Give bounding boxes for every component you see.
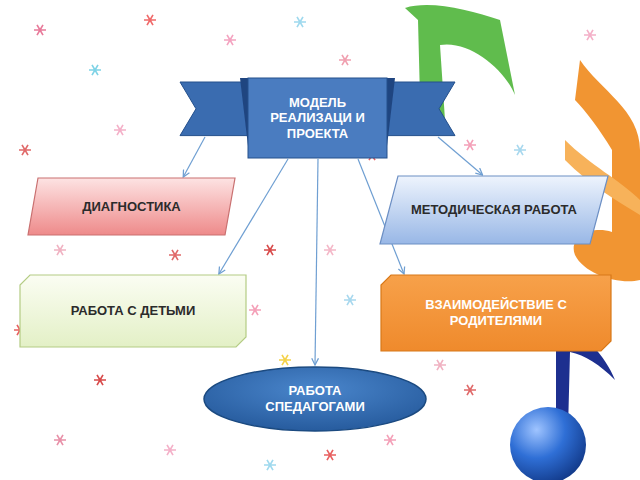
process-box: ВЗАИМОДЕЙСТВИЕ С РОДИТЕЛЯМИ bbox=[381, 275, 611, 351]
node-label: РАБОТА С ДЕТЬМИ bbox=[71, 303, 196, 319]
sparkle bbox=[54, 435, 66, 445]
text-holder: ВЗАИМОДЕЙСТВИЕ С РОДИТЕЛЯМИ bbox=[381, 275, 611, 351]
connector-arrow bbox=[438, 137, 483, 175]
sparkle bbox=[324, 450, 336, 460]
sparkle bbox=[339, 55, 351, 65]
ribbon-fold bbox=[240, 78, 248, 146]
sparkle bbox=[324, 245, 336, 255]
box-outline bbox=[380, 176, 608, 244]
sparkle bbox=[464, 385, 476, 395]
ellipse-outline bbox=[204, 367, 426, 431]
process-box: МЕТОДИЧЕСКАЯ РАБОТА bbox=[380, 176, 608, 244]
sparkle bbox=[19, 145, 31, 155]
ribbon-fold bbox=[387, 78, 395, 146]
box-outline bbox=[20, 275, 246, 347]
sparkle bbox=[279, 355, 291, 365]
sparkle bbox=[114, 125, 126, 135]
title-banner: МОДЕЛЬ РЕАЛИЗАЦИ И ПРОЕКТА bbox=[180, 78, 455, 158]
sparkle bbox=[164, 445, 176, 455]
process-box: ДИАГНОСТИКА bbox=[28, 178, 235, 235]
sparkle bbox=[514, 145, 526, 155]
sparkle bbox=[34, 25, 46, 35]
sparkle bbox=[94, 375, 106, 385]
text-holder: РАБОТА С ДЕТЬМИ bbox=[20, 275, 246, 347]
connector-arrow bbox=[219, 159, 288, 274]
sparkle bbox=[294, 17, 306, 27]
sparkle bbox=[54, 245, 66, 255]
sparkle bbox=[434, 360, 446, 370]
connector-arrow bbox=[315, 159, 318, 365]
sparkle bbox=[169, 250, 181, 260]
sparkle bbox=[144, 15, 156, 25]
music-note bbox=[510, 407, 586, 480]
ribbon-center bbox=[248, 78, 387, 158]
sparkle bbox=[344, 295, 356, 305]
sparkle bbox=[264, 245, 276, 255]
sparkle bbox=[384, 435, 396, 445]
connector-arrow bbox=[183, 137, 205, 177]
box-outline bbox=[28, 178, 235, 235]
ellipse-node: РАБОТА СПЕДАГОГАМИ bbox=[203, 366, 427, 432]
node-label: ВЗАИМОДЕЙСТВИЕ С РОДИТЕЛЯМИ bbox=[401, 297, 591, 328]
text-holder: МЕТОДИЧЕСКАЯ РАБОТА bbox=[380, 176, 608, 244]
sparkle bbox=[249, 305, 261, 315]
text-holder: МОДЕЛЬ РЕАЛИЗАЦИ И ПРОЕКТА bbox=[248, 78, 387, 158]
sparkle bbox=[584, 30, 596, 40]
node-label: РАБОТА СПЕДАГОГАМИ bbox=[255, 383, 375, 414]
box-outline bbox=[381, 275, 611, 351]
text-holder: РАБОТА СПЕДАГОГАМИ bbox=[203, 366, 427, 432]
sparkle bbox=[464, 140, 476, 150]
node-label: МОДЕЛЬ РЕАЛИЗАЦИ И ПРОЕКТА bbox=[258, 95, 378, 142]
sparkle bbox=[224, 35, 236, 45]
text-holder: ДИАГНОСТИКА bbox=[28, 178, 235, 235]
node-label: ДИАГНОСТИКА bbox=[82, 199, 181, 215]
process-box: РАБОТА С ДЕТЬМИ bbox=[20, 275, 246, 347]
node-label: МЕТОДИЧЕСКАЯ РАБОТА bbox=[411, 202, 577, 218]
sparkle bbox=[89, 65, 101, 75]
sparkle bbox=[264, 460, 276, 470]
